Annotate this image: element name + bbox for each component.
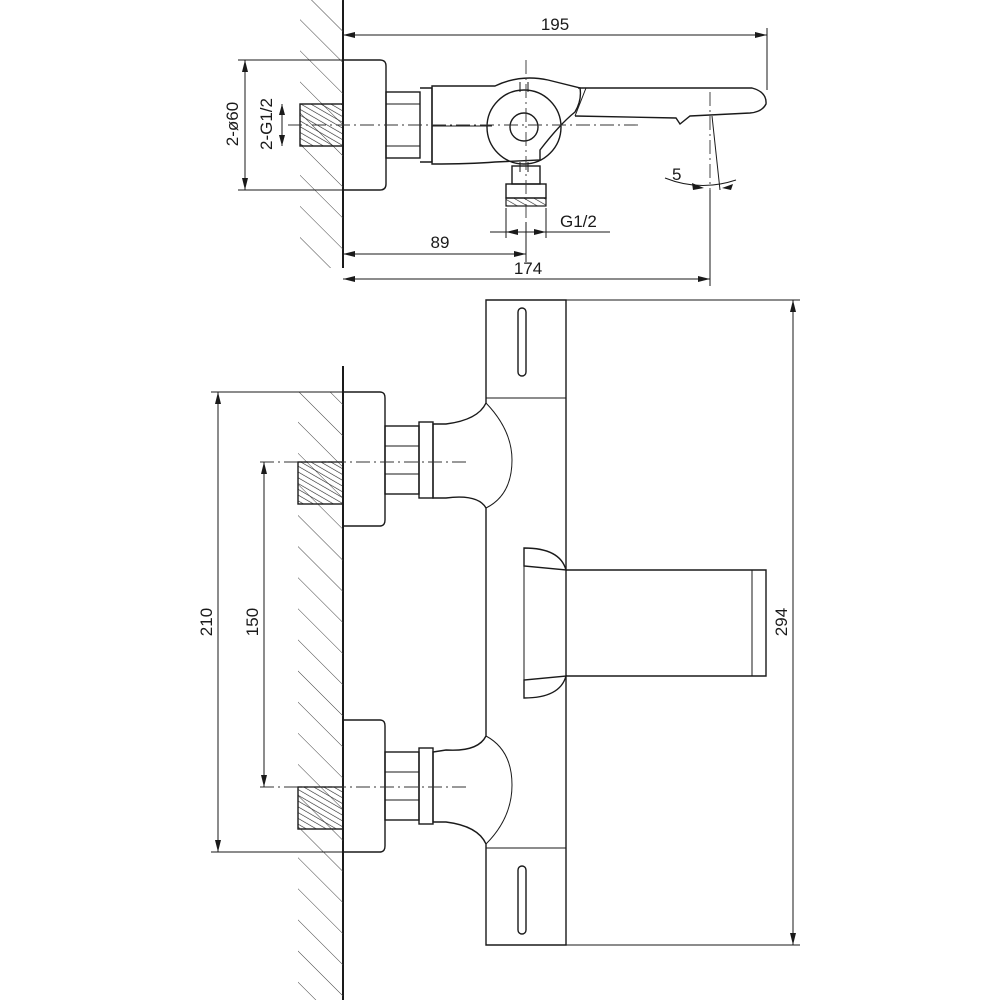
front-flange-top — [343, 391, 386, 527]
dim-spout-angle: 5 — [672, 165, 681, 184]
dim-spout-length: 174 — [514, 259, 542, 278]
top-spout — [574, 87, 767, 126]
dim-inlet-spacing: 150 — [243, 608, 262, 636]
front-inlet-thread-top — [297, 461, 344, 505]
front-spout-lip-top — [523, 547, 567, 571]
front-connector-bottom — [418, 747, 434, 825]
dim-flange-span: 210 — [197, 608, 216, 636]
dim-inlet-offset: 89 — [431, 233, 450, 252]
dim-total-height: 294 — [772, 608, 791, 636]
top-dimensions: 195 2-ø60 2-G1/2 G1/2 89 174 — [223, 15, 768, 286]
front-slot-top — [517, 307, 527, 377]
dim-outlet-thread: G1/2 — [560, 212, 597, 231]
dim-overall-length: 195 — [541, 15, 569, 34]
dim-flange-diameter: 2-ø60 — [223, 102, 242, 146]
dim-inlet-thread: 2-G1/2 — [257, 98, 276, 150]
front-flange-bottom — [343, 719, 386, 853]
top-knob-outer — [486, 89, 562, 165]
front-slot-bottom — [517, 865, 527, 935]
front-hex-nut-bottom — [384, 751, 420, 821]
front-connector-top — [418, 421, 434, 499]
front-spout-lip-bottom — [523, 675, 567, 699]
front-hex-nut-top — [384, 425, 420, 495]
top-body — [431, 77, 582, 165]
top-view — [288, 0, 767, 268]
front-body — [432, 299, 567, 946]
front-spout — [566, 569, 767, 677]
top-knob-inner — [509, 112, 539, 142]
front-inlet-thread-bottom — [297, 786, 344, 830]
front-dimensions: 210 150 294 — [197, 299, 800, 946]
front-view — [260, 299, 767, 1000]
